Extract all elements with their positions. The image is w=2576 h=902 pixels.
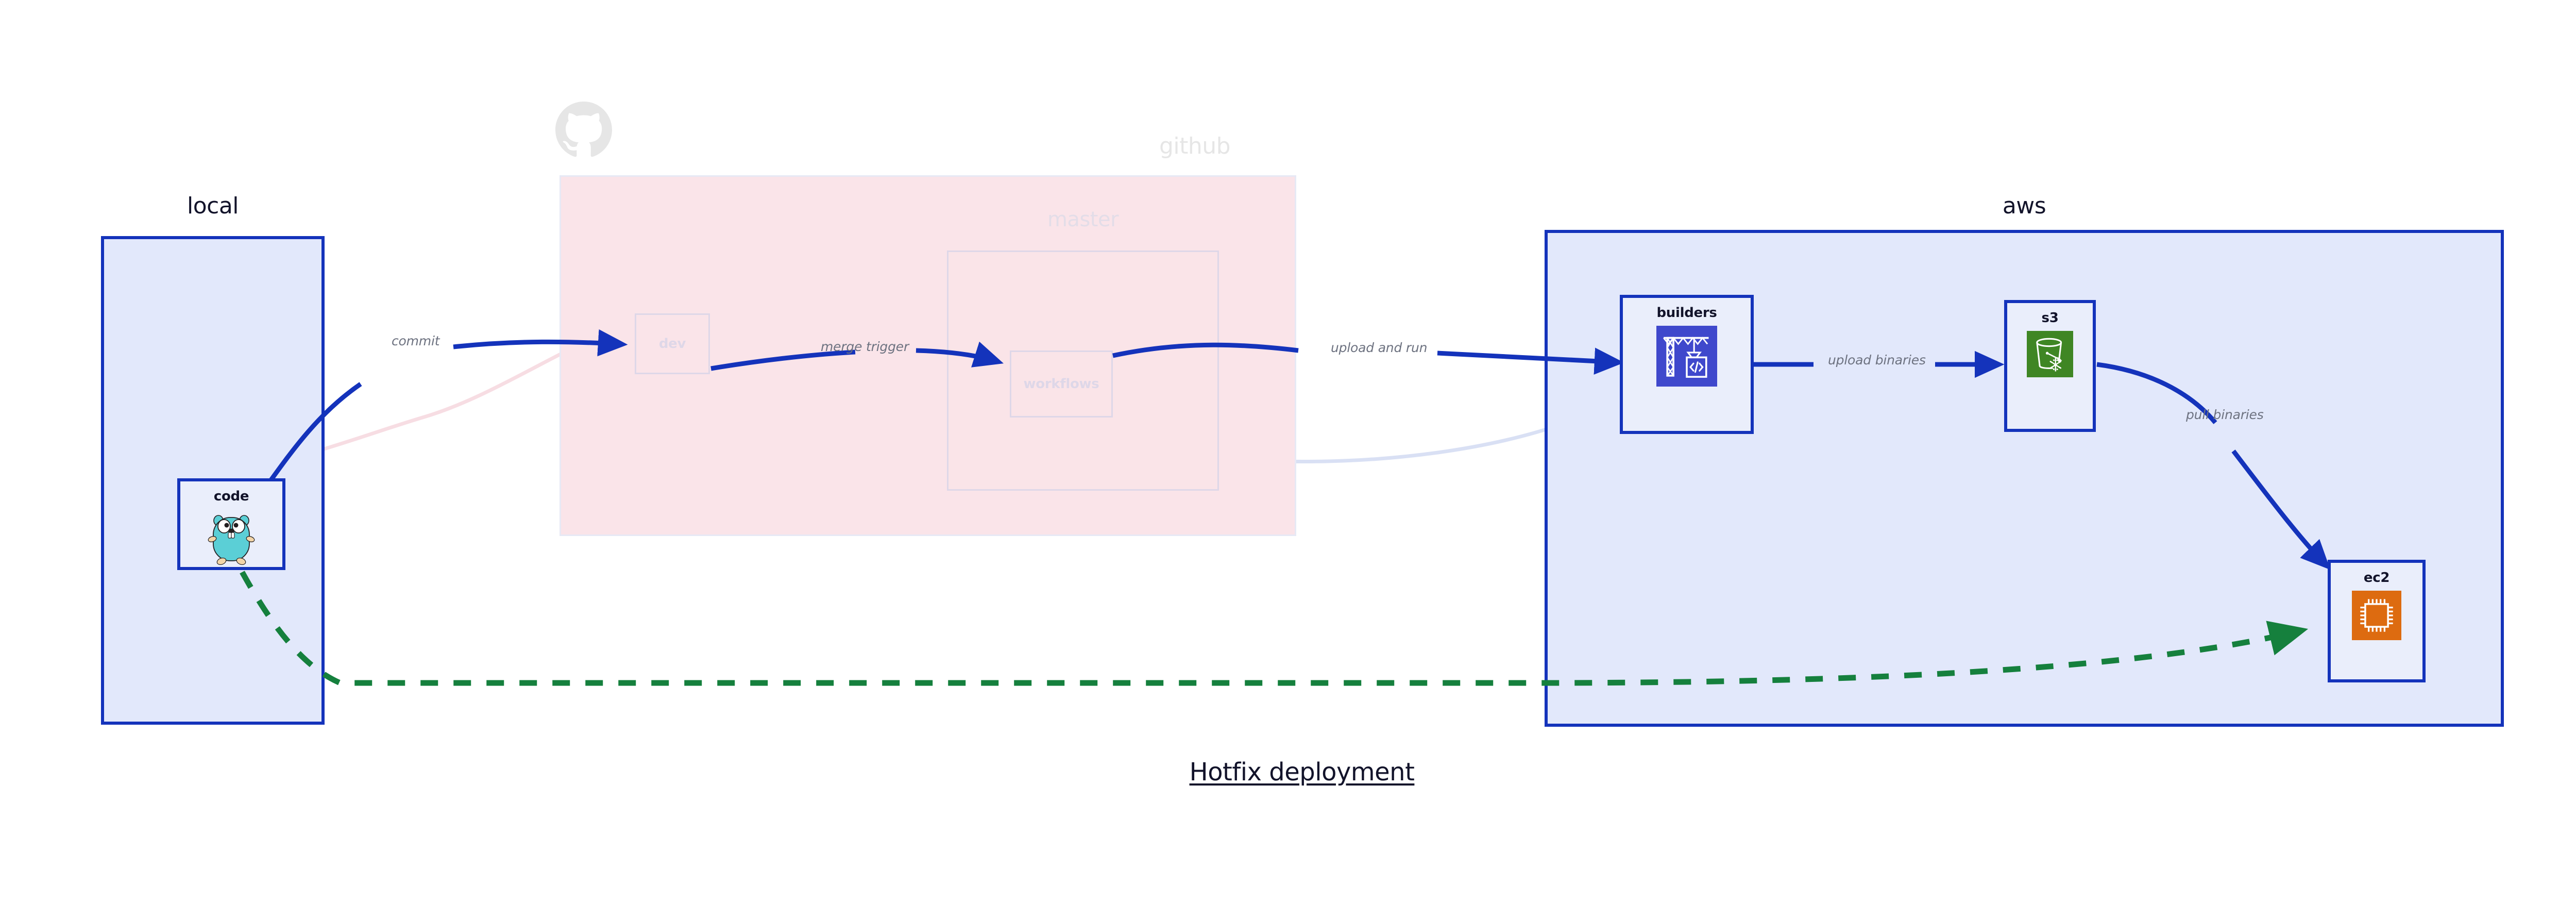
edge-label-pull-binaries: pull binaries xyxy=(2186,407,2264,422)
edge-label-upload-and-run: upload and run xyxy=(1331,340,1428,355)
edge-workflows-to-builders-b xyxy=(1437,347,1624,375)
cluster-github xyxy=(560,175,1296,536)
edge-label-commit: commit xyxy=(392,333,440,348)
cluster-label-aws: aws xyxy=(2002,193,2046,219)
edge-dev-to-workflows xyxy=(710,349,856,371)
cluster-label-local: local xyxy=(187,193,239,219)
node-code[interactable]: code xyxy=(177,478,285,570)
node-dev-label: dev xyxy=(658,336,686,352)
node-workflows[interactable]: workflows xyxy=(1010,350,1113,417)
github-octocat-logo xyxy=(555,102,612,158)
diagram-title: Hotfix deployment xyxy=(1189,758,1415,787)
edge-s3-to-ec2-b xyxy=(2231,449,2331,570)
edge-label-merge-trigger: merge trigger xyxy=(821,339,909,354)
edge-label-upload-binaries: upload binaries xyxy=(1828,353,1926,368)
edge-s3-to-ec2 xyxy=(2096,362,2217,424)
aws-codebuild-icon xyxy=(1656,326,1717,389)
cluster-master xyxy=(947,250,1219,491)
aws-s3-icon xyxy=(2027,331,2073,379)
node-code-label: code xyxy=(213,489,249,504)
node-builders-label: builders xyxy=(1656,305,1717,321)
aws-ec2-icon xyxy=(2352,591,2401,642)
node-ec2[interactable]: ec2 xyxy=(2328,560,2426,682)
node-workflows-label: workflows xyxy=(1023,376,1099,392)
node-s3[interactable]: s3 xyxy=(2004,300,2096,432)
node-dev[interactable]: dev xyxy=(635,313,710,374)
go-gopher-icon xyxy=(205,509,258,568)
edge-code-to-dev-b xyxy=(453,329,628,357)
node-builders[interactable]: builders xyxy=(1620,295,1754,434)
cluster-label-master: master xyxy=(1047,208,1119,231)
edge-dev-to-workflows-b xyxy=(916,341,1004,368)
edge-code-to-ec2-dashed xyxy=(240,571,2309,686)
node-ec2-label: ec2 xyxy=(2363,570,2390,586)
node-s3-label: s3 xyxy=(2041,310,2059,326)
edge-workflows-to-builders xyxy=(1112,342,1299,358)
cluster-label-github: github xyxy=(1159,133,1231,159)
edge-code-to-dev xyxy=(264,382,362,489)
